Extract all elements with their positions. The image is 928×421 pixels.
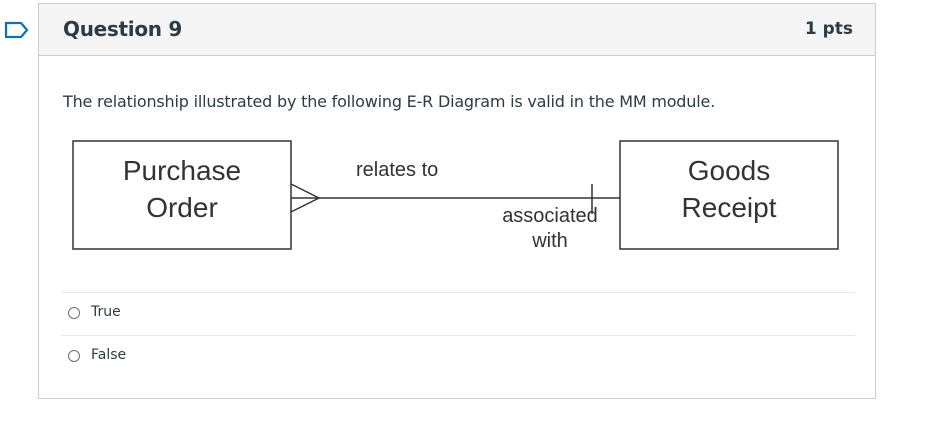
answer-label-true[interactable]: True xyxy=(91,304,121,320)
question-header: Question 9 1 pts xyxy=(39,4,875,56)
entity-left-line1: Purchase xyxy=(123,155,241,186)
entity-purchase-order-box xyxy=(72,140,292,250)
answer-list: True False xyxy=(61,292,855,378)
label-with: with xyxy=(531,230,568,252)
question-points: 1 pts xyxy=(804,19,853,39)
question-text: The relationship illustrated by the foll… xyxy=(63,92,715,111)
entity-right-line1: Goods xyxy=(688,155,771,186)
er-diagram: Purchase Order Goods Receipt relates to … xyxy=(72,140,839,252)
label-associated: associated xyxy=(502,205,598,227)
entity-left-line2: Order xyxy=(146,192,218,223)
flag-question-icon[interactable] xyxy=(4,21,30,39)
crows-foot-many-marker xyxy=(290,183,321,213)
entity-right-line2: Receipt xyxy=(682,192,777,223)
answer-option-true[interactable]: True xyxy=(61,292,855,335)
radio-false[interactable] xyxy=(68,350,80,362)
entity-goods-receipt-box xyxy=(619,140,839,250)
label-relates-to: relates to xyxy=(356,159,438,181)
answer-option-false[interactable]: False xyxy=(61,335,855,378)
radio-true[interactable] xyxy=(68,307,80,319)
question-title: Question 9 xyxy=(63,17,182,41)
answer-label-false[interactable]: False xyxy=(91,347,127,363)
question-card: Question 9 1 pts The relationship illust… xyxy=(38,3,876,399)
